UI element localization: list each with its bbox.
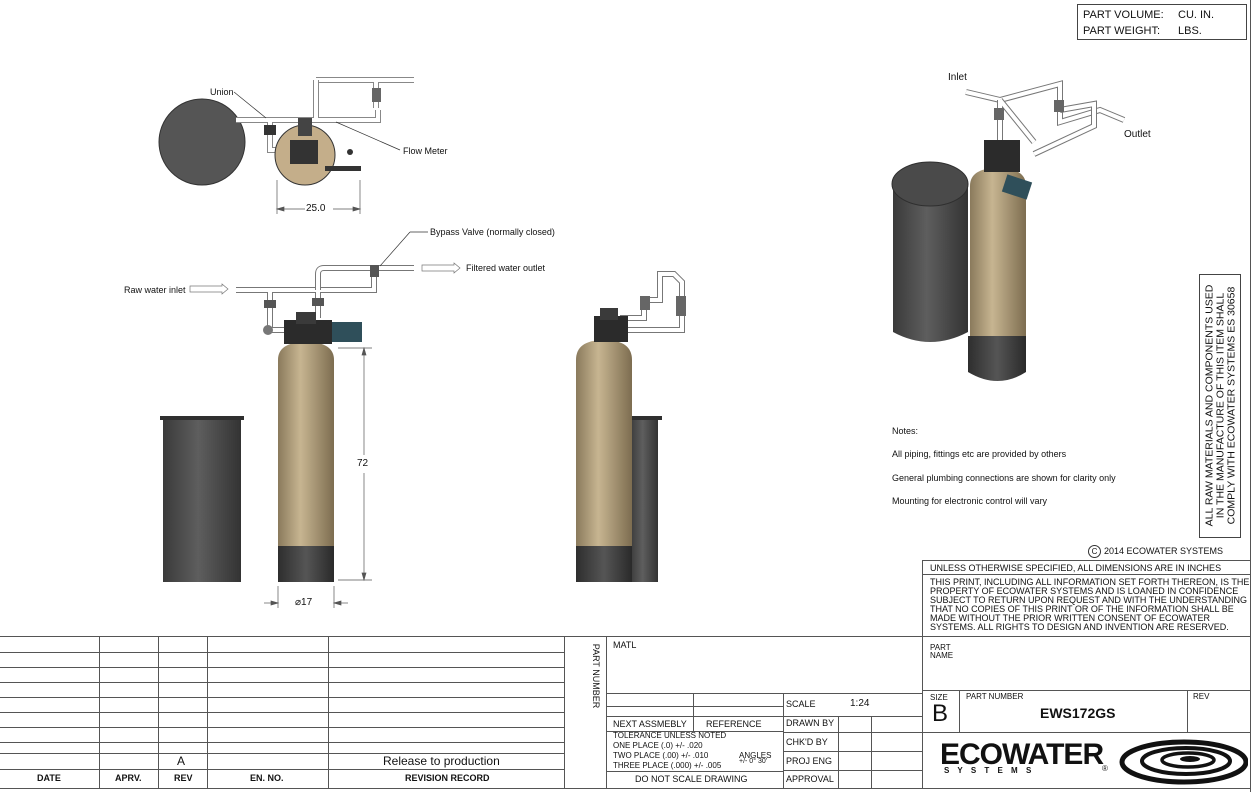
compliance-line: COMPLY WITH ECOWATER SYSTEMS ES 30658 <box>1225 286 1238 525</box>
angles-label: ANGLES <box>739 751 772 760</box>
part-info-box: PART VOLUME: CU. IN. PART WEIGHT: LBS. <box>1077 4 1247 40</box>
dim-width-label: 25.0 <box>306 203 326 214</box>
inlet-label: Inlet <box>948 72 967 83</box>
chkd-by-label: CHK'D BY <box>786 737 828 747</box>
part-number-vertical: PART NUMBER <box>591 643 601 709</box>
copyright-symbol: C <box>1088 545 1101 558</box>
flow-meter-label: Flow Meter <box>403 146 448 156</box>
angles-value: +/- 0° 30' <box>739 758 768 765</box>
tolerance-one: ONE PLACE (.0) +/- .020 <box>613 741 703 750</box>
size-label: SIZE <box>930 693 948 702</box>
part-name-label-1: PART <box>930 643 951 652</box>
matl-label: MATL <box>613 640 637 650</box>
dim-72 <box>338 346 372 582</box>
note-item: Mounting for electronic control will var… <box>892 496 1048 506</box>
part-number-value: EWS172GS <box>1040 705 1116 721</box>
note-item: All piping, fittings etc are provided by… <box>892 449 1067 459</box>
note-item: General plumbing connections are shown f… <box>892 473 1116 483</box>
part-number-label: PART NUMBER <box>966 692 1024 701</box>
next-assembly-label: NEXT ASSMEBLY <box>613 719 687 729</box>
front-view <box>160 265 414 582</box>
ecowater-logo: ECOWATER S Y S T E M S ® <box>938 738 1248 786</box>
tolerance-three: THREE PLACE (.000) +/- .005 <box>613 761 722 770</box>
confidential-line: THAT NO COPIES OF THIS PRINT OR OF THE I… <box>930 604 1234 614</box>
iso-view <box>891 80 1126 381</box>
scale-label: SCALE <box>786 699 816 709</box>
rev-entry-rev: A <box>177 754 186 768</box>
part-weight-label: PART WEIGHT: <box>1083 25 1161 37</box>
logo-sub: S Y S T E M S <box>944 766 1035 775</box>
union-label: Union <box>210 87 234 97</box>
dim-25 <box>275 180 362 214</box>
tolerance-heading: TOLERANCE UNLESS NOTED <box>613 731 727 740</box>
dimensions-note: UNLESS OTHERWISE SPECIFIED, ALL DIMENSIO… <box>930 563 1222 573</box>
confidential-line: SUBJECT TO RETURN UPON REQUEST AND WITH … <box>930 595 1248 605</box>
side-view <box>576 271 686 582</box>
dim-height-label: 72 <box>357 458 369 469</box>
rev-entry-record: Release to production <box>383 754 500 768</box>
size-value: B <box>932 700 949 727</box>
scale-value: 1:24 <box>850 698 870 709</box>
logo-registered: ® <box>1102 764 1108 773</box>
logo-swirl-icon <box>1119 739 1248 785</box>
proj-eng-label: PROJ ENG <box>786 756 833 766</box>
tolerance-two: TWO PLACE (.00) +/- .010 <box>613 751 709 760</box>
technical-drawing <box>158 77 1126 608</box>
outlet-label: Outlet <box>1124 129 1151 140</box>
confidential-line: MADE WITHOUT THE PRIOR WRITTEN CONSENT O… <box>930 613 1211 623</box>
notes-heading: Notes: <box>892 426 919 436</box>
header-rev: REV <box>174 773 193 783</box>
reference-label: REFERENCE <box>706 719 762 729</box>
dim-diameter-label: ⌀17 <box>295 597 313 608</box>
part-volume-label: PART VOLUME: <box>1083 9 1164 21</box>
compliance-box: ALL RAW MATERIALS AND COMPONENTS USED IN… <box>1199 274 1241 538</box>
confidential-line: PROPERTY OF ECOWATER SYSTEMS AND IS LOAN… <box>930 586 1239 596</box>
header-en-no: EN. NO. <box>250 773 284 783</box>
dim-17 <box>264 586 348 608</box>
filtered-outlet-label: Filtered water outlet <box>466 263 546 273</box>
header-revision-record: REVISION RECORD <box>405 773 490 783</box>
drawn-by-label: DRAWN BY <box>786 718 835 728</box>
rev-label: REV <box>1193 692 1210 701</box>
confidential-line: THIS PRINT, INCLUDING ALL INFORMATION SE… <box>930 577 1250 587</box>
logo-brand: ECOWATER <box>940 738 1104 771</box>
copyright-text: 2014 ECOWATER SYSTEMS <box>1104 546 1224 556</box>
part-name-label-2: NAME <box>930 651 954 660</box>
part-volume-unit: CU. IN. <box>1178 9 1215 21</box>
bypass-label: Bypass Valve (normally closed) <box>430 227 555 237</box>
top-view <box>158 77 414 186</box>
approval-label: APPROVAL <box>786 774 834 784</box>
confidential-line: SYSTEMS. ALL RIGHTS TO DESIGN AND INVENT… <box>930 622 1229 632</box>
raw-inlet-label: Raw water inlet <box>124 285 186 295</box>
header-date: DATE <box>37 773 61 783</box>
do-not-scale: DO NOT SCALE DRAWING <box>635 774 748 784</box>
header-aprv: APRV. <box>115 773 142 783</box>
part-weight-unit: LBS. <box>1178 25 1202 37</box>
